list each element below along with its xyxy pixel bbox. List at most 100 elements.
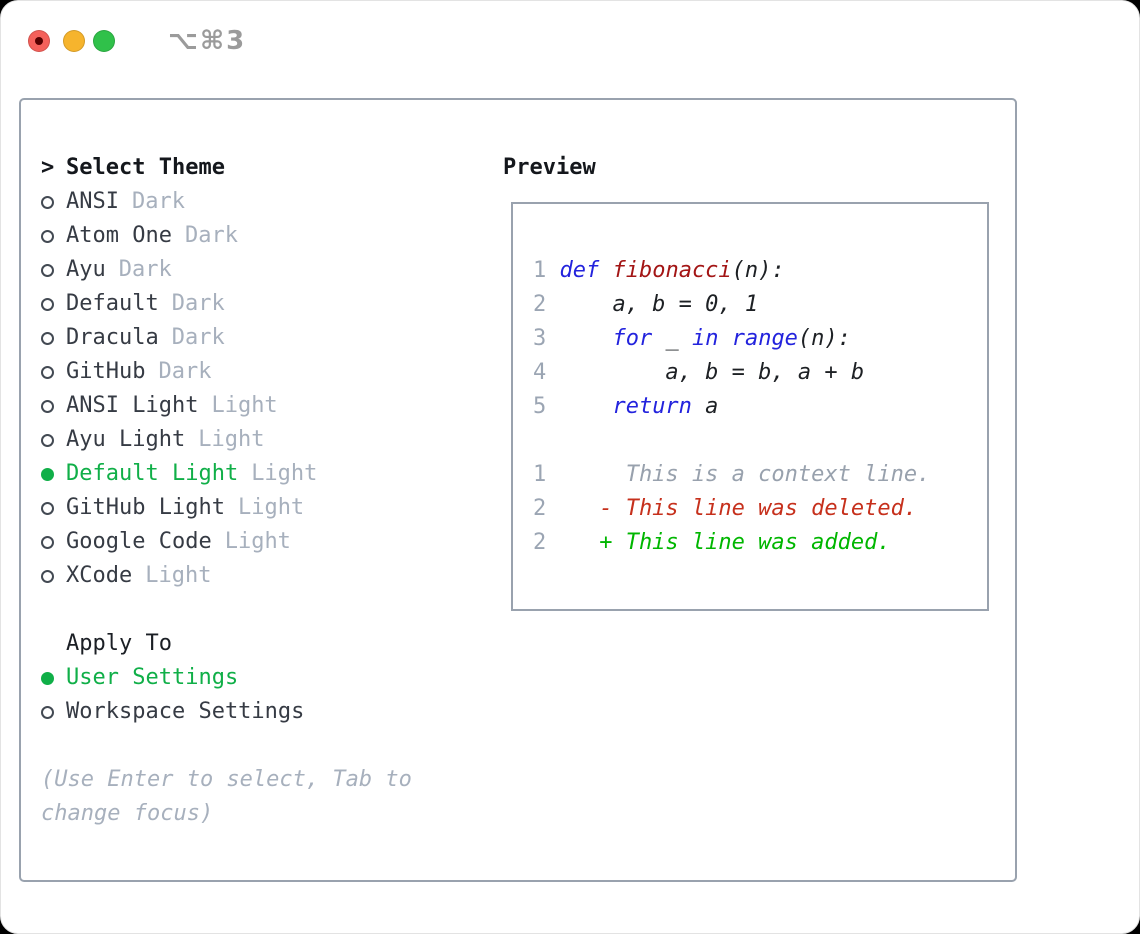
theme-option-default-dark[interactable]: Default Dark (41, 287, 412, 321)
theme-name: GitHub Light (66, 495, 225, 520)
zoom-button[interactable] (93, 30, 115, 52)
blank-line (533, 424, 977, 458)
title-bar: ⌥⌘3 (1, 1, 1139, 81)
theme-name: Default Light (66, 461, 239, 486)
code-line: 3 for _ in range(n): (533, 322, 977, 356)
code-token: return (612, 394, 692, 419)
line-number: 2 (533, 292, 547, 317)
theme-variant: Light (198, 427, 265, 452)
theme-option-xcode[interactable]: XCode Light (41, 559, 412, 593)
theme-name: Ayu Light (66, 427, 186, 452)
close-button[interactable] (28, 30, 50, 52)
line-number: 4 (533, 360, 547, 385)
theme-variant: Light (251, 461, 318, 486)
theme-option-github-light[interactable]: GitHub Light Light (41, 491, 412, 525)
radio-icon (41, 263, 54, 277)
apply-option-user-settings[interactable]: User Settings (41, 661, 412, 695)
code-line: 5 return a (533, 390, 977, 424)
code-token: a (691, 394, 719, 419)
radio-icon (41, 365, 54, 379)
line-number: 2 (533, 530, 547, 555)
line-number: 1 (533, 258, 547, 283)
theme-variant: Dark (158, 359, 212, 384)
theme-option-default-light[interactable]: Default Light Light (41, 457, 412, 491)
apply-option-workspace-settings[interactable]: Workspace Settings (41, 695, 412, 729)
code-token: for (612, 326, 653, 351)
code-token (559, 322, 612, 356)
radio-selected-icon (41, 467, 54, 481)
code-line: 4 a, b = b, a + b (533, 356, 977, 390)
code-token: a, b = b, a + b (559, 360, 865, 385)
radio-icon (41, 501, 54, 515)
theme-variant: Light (211, 393, 278, 418)
theme-variant: Dark (118, 257, 172, 282)
line-number: 2 (533, 496, 547, 521)
minimize-button[interactable] (63, 30, 85, 52)
theme-name: ANSI (66, 189, 119, 214)
theme-name: Atom One (66, 223, 172, 248)
code-token: _ (652, 326, 692, 351)
theme-name: Google Code (66, 529, 212, 554)
theme-name: ANSI Light (66, 393, 199, 418)
apply-to-section: Apply To User Settings Workspace Setting… (41, 627, 412, 729)
theme-name: GitHub (66, 359, 146, 384)
theme-name: XCode (66, 563, 133, 588)
radio-icon (41, 433, 54, 447)
code-token: in (691, 326, 719, 351)
theme-option-ansi-dark[interactable]: ANSI Dark (41, 185, 412, 219)
theme-name: Ayu (66, 257, 106, 282)
select-theme-label: Select Theme (66, 155, 225, 180)
theme-variant: Dark (171, 325, 225, 350)
pointer-icon: > (41, 155, 55, 180)
preview-label: Preview (503, 155, 596, 180)
theme-variant: Light (145, 563, 212, 588)
apply-option-label: Workspace Settings (66, 699, 305, 724)
window-title: ⌥⌘3 (168, 26, 247, 56)
theme-variant: Dark (131, 189, 185, 214)
radio-icon (41, 229, 54, 243)
theme-option-dracula-dark[interactable]: Dracula Dark (41, 321, 412, 355)
diff-text: This is a context line. (559, 462, 931, 487)
code-line: 2 a, b = 0, 1 (533, 288, 977, 322)
radio-icon (41, 331, 54, 345)
diff-deleted-line: 2 - This line was deleted. (533, 492, 977, 526)
code-token (599, 254, 612, 288)
theme-option-ayu-dark[interactable]: Ayu Dark (41, 253, 412, 287)
theme-option-google-code[interactable]: Google Code Light (41, 525, 412, 559)
radio-icon (41, 399, 54, 413)
apply-to-header: Apply To (41, 627, 412, 661)
keyboard-hint: (Use Enter to select, Tab to change focu… (41, 767, 412, 826)
theme-option-github-dark[interactable]: GitHub Dark (41, 355, 412, 389)
code-token (559, 390, 612, 424)
diff-text: - This line was deleted. (559, 496, 918, 521)
diff-text: + This line was added. (559, 530, 891, 555)
line-number: 3 (533, 326, 547, 351)
select-theme-header: > Select Theme (41, 151, 412, 185)
diff-context-line: 1 This is a context line. (533, 458, 977, 492)
theme-option-ayu-light[interactable]: Ayu Light Light (41, 423, 412, 457)
apply-option-label: User Settings (66, 665, 239, 690)
code-token: (n): (797, 326, 851, 351)
radio-icon (41, 195, 54, 209)
theme-option-ansi-light[interactable]: ANSI Light Light (41, 389, 412, 423)
radio-icon (41, 297, 54, 311)
theme-variant: Light (237, 495, 305, 520)
theme-variant: Dark (171, 291, 225, 316)
code-token: (n): (731, 258, 785, 283)
code-token: a, b = 0, 1 (559, 292, 759, 317)
apply-to-label: Apply To (66, 631, 172, 656)
code-token: range (731, 326, 798, 351)
theme-variant: Light (224, 529, 291, 554)
radio-selected-icon (41, 671, 54, 685)
theme-name: Default (66, 291, 159, 316)
line-number (533, 424, 546, 458)
line-number: 5 (533, 394, 547, 419)
theme-name: Dracula (66, 325, 159, 350)
radio-icon (41, 535, 54, 549)
